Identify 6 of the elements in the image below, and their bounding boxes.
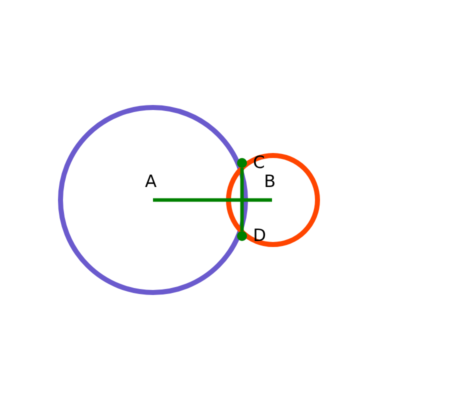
point-dot — [237, 158, 247, 168]
point-label: A — [145, 174, 157, 190]
circle — [58, 105, 248, 295]
line-segment — [153, 198, 272, 202]
point-dot — [237, 231, 247, 241]
point-label: B — [264, 174, 276, 190]
